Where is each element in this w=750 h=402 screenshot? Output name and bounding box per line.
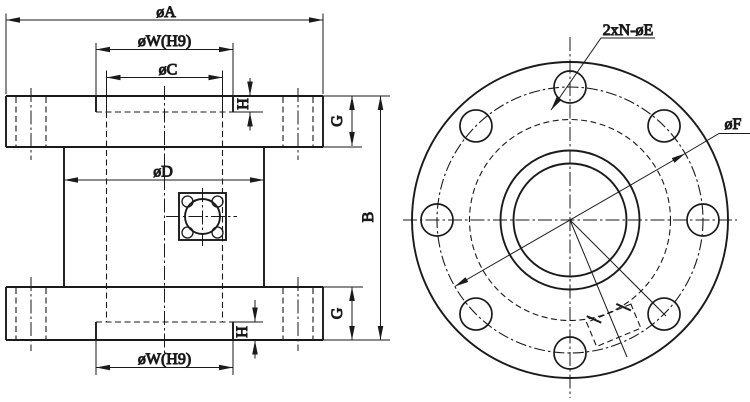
extension-lines xyxy=(5,13,390,375)
dim-label-dia-c: øC xyxy=(159,62,178,79)
dim-label-h-bottom: H xyxy=(234,326,251,338)
bolt-hole xyxy=(420,203,454,237)
dimension-lines xyxy=(6,17,384,371)
dim-label-dia-a: øA xyxy=(156,4,176,21)
center-lines xyxy=(30,86,299,353)
bolt-hole xyxy=(686,203,720,237)
front-view: øF 2xN-øE xyxy=(403,22,750,398)
dim-label-dia-w-top: øW(H9) xyxy=(138,33,191,50)
bolt-hole-radial-line xyxy=(569,219,667,317)
dim-label-dia-w-bottom: øW(H9) xyxy=(138,351,191,368)
flange-outer-circle xyxy=(411,61,729,379)
label-bolt-holes: 2xN-øE xyxy=(603,22,654,39)
side-view: øA øW(H9) øC H G øD B G H øW(H9) xyxy=(5,4,390,375)
bolt-note-leader xyxy=(550,37,655,111)
drawing-layer: øA øW(H9) øC H G øD B G H øW(H9) xyxy=(5,4,750,398)
bolt-hole xyxy=(459,297,493,331)
bolt-hole xyxy=(459,109,493,143)
connector-axis-line xyxy=(569,219,628,358)
connector-projection xyxy=(569,219,667,358)
dim-label-b: B xyxy=(360,212,377,223)
connector-hidden-outline xyxy=(585,303,642,348)
bolt-hole xyxy=(647,109,681,143)
bolt-hole xyxy=(647,297,681,331)
label-dia-f: øF xyxy=(725,116,742,133)
dim-label-dia-d: øD xyxy=(153,164,173,181)
bolt-hole xyxy=(553,70,587,104)
dia-f-leader-tail xyxy=(684,133,750,154)
connector-screw xyxy=(181,226,194,239)
connector-screw xyxy=(211,226,224,239)
cable-connector xyxy=(178,192,227,241)
connector-plate xyxy=(178,192,227,241)
connector-barrel xyxy=(184,198,221,235)
dim-label-g-top: G xyxy=(329,115,346,127)
bolt-circle xyxy=(436,86,704,354)
connector-screw xyxy=(181,195,194,208)
dim-label-g-bottom: G xyxy=(329,307,346,319)
bolt-holes xyxy=(420,70,720,370)
dim-label-h-top: H xyxy=(235,98,252,110)
bolt-hole xyxy=(553,336,587,370)
connector-screw xyxy=(211,195,224,208)
